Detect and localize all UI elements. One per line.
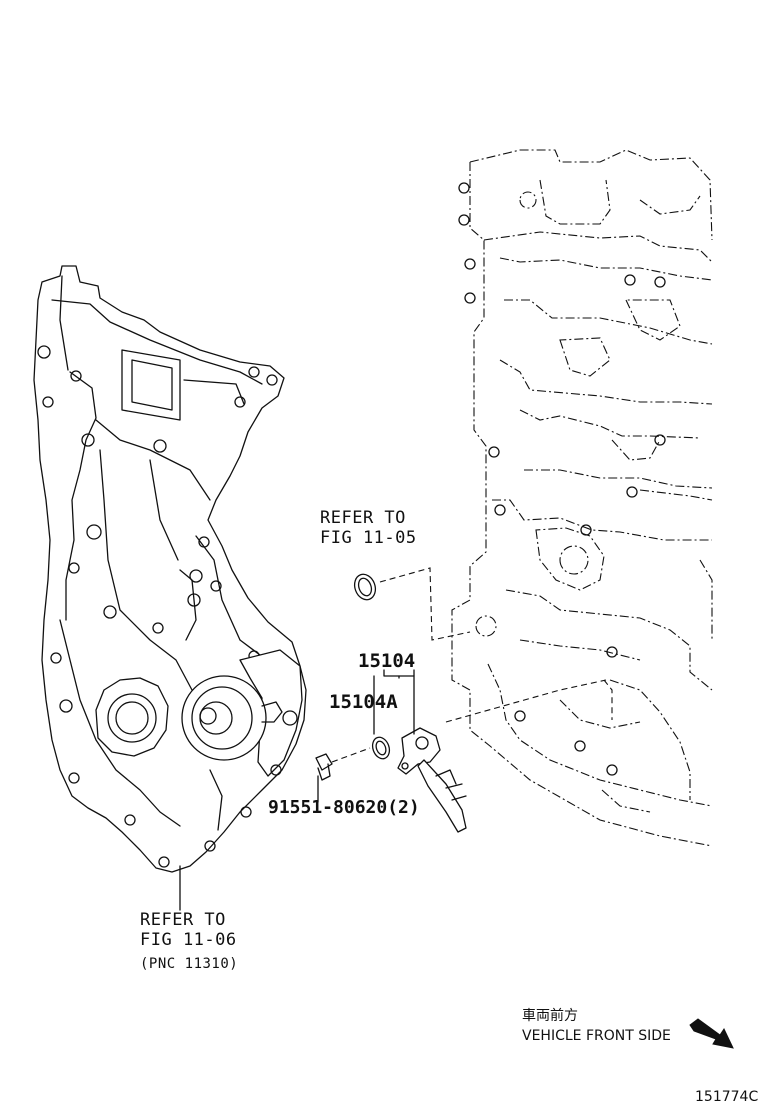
o-ring-fig-11-05 xyxy=(353,573,377,601)
part-number-15104: 15104 xyxy=(358,650,416,672)
pulley-assembly xyxy=(181,649,303,777)
oil-control-valve-15104 xyxy=(397,727,467,833)
vehicle-front-japanese: 車両前方 xyxy=(522,1008,578,1024)
refer-fig-11-06-pnc: (PNC 11310) xyxy=(140,956,239,972)
bolt-91551 xyxy=(315,753,333,781)
leader-lines xyxy=(179,567,613,911)
figure-code: 151774C xyxy=(695,1089,759,1105)
o-ring-15104a xyxy=(371,736,391,760)
part-number-91551-80620: 91551-80620(2) xyxy=(268,797,420,818)
refer-fig-11-05-line1: REFER TO xyxy=(320,508,406,528)
refer-fig-11-06-line1: REFER TO xyxy=(140,910,226,930)
timing-chain-cover xyxy=(33,265,307,873)
refer-fig-11-05-line2: FIG 11-05 xyxy=(320,528,417,548)
part-number-15104a: 15104A xyxy=(329,691,398,713)
vehicle-front-side-label: VEHICLE FRONT SIDE xyxy=(522,1028,671,1044)
refer-fig-11-06-line2: FIG 11-06 xyxy=(140,930,237,950)
engine-block-bolt-holes xyxy=(458,182,666,776)
engine-block-outline xyxy=(451,149,713,847)
arrow-down-right-icon xyxy=(689,1018,734,1049)
